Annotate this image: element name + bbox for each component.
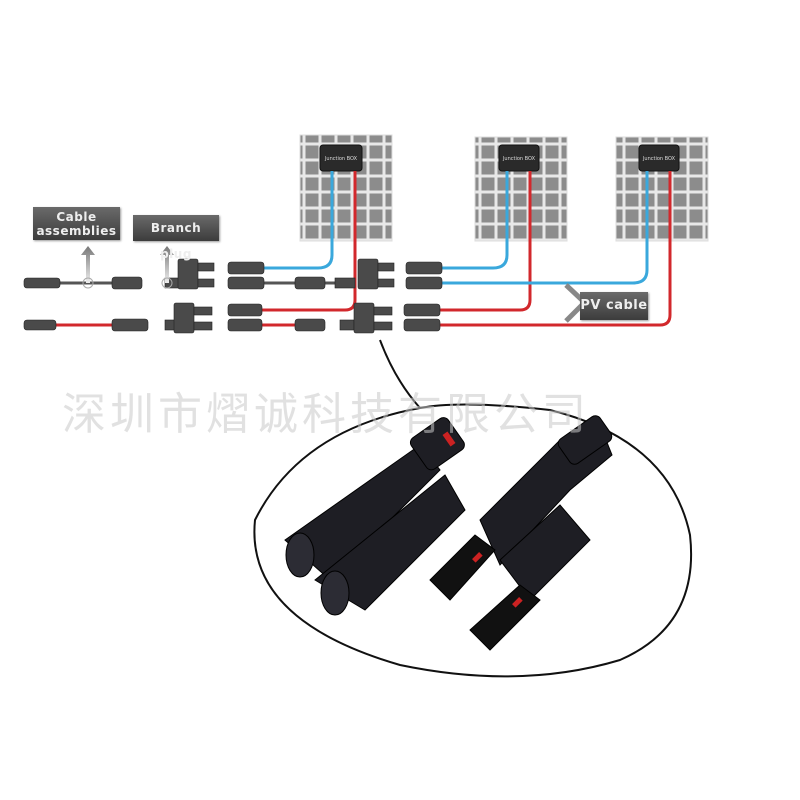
svg-text:Junction BOX: Junction BOX [642,156,676,162]
junction-box-1 [319,144,363,172]
label-arrows [81,246,584,323]
svg-text:Junction BOX: Junction BOX [324,156,358,162]
solar-panel-2: Junction BOX [474,136,568,242]
junction-box-2 [498,144,540,172]
connectors [23,258,443,334]
cable-assemblies-label: Cable assemblies [33,207,120,240]
company-watermark: 深圳市熠诚科技有限公司 [62,389,590,440]
solar-panel-3: Junction BOX [615,136,709,242]
branch-connector-male [429,415,613,651]
branch-plug-label: Branch plug [133,215,219,261]
pv-cable-label: PV cable [580,292,648,320]
branch-connector-female [284,417,466,616]
solar-panel-1: Junction BOX [299,134,393,242]
junction-box-3 [638,144,680,172]
svg-text:Junction BOX: Junction BOX [502,156,536,162]
